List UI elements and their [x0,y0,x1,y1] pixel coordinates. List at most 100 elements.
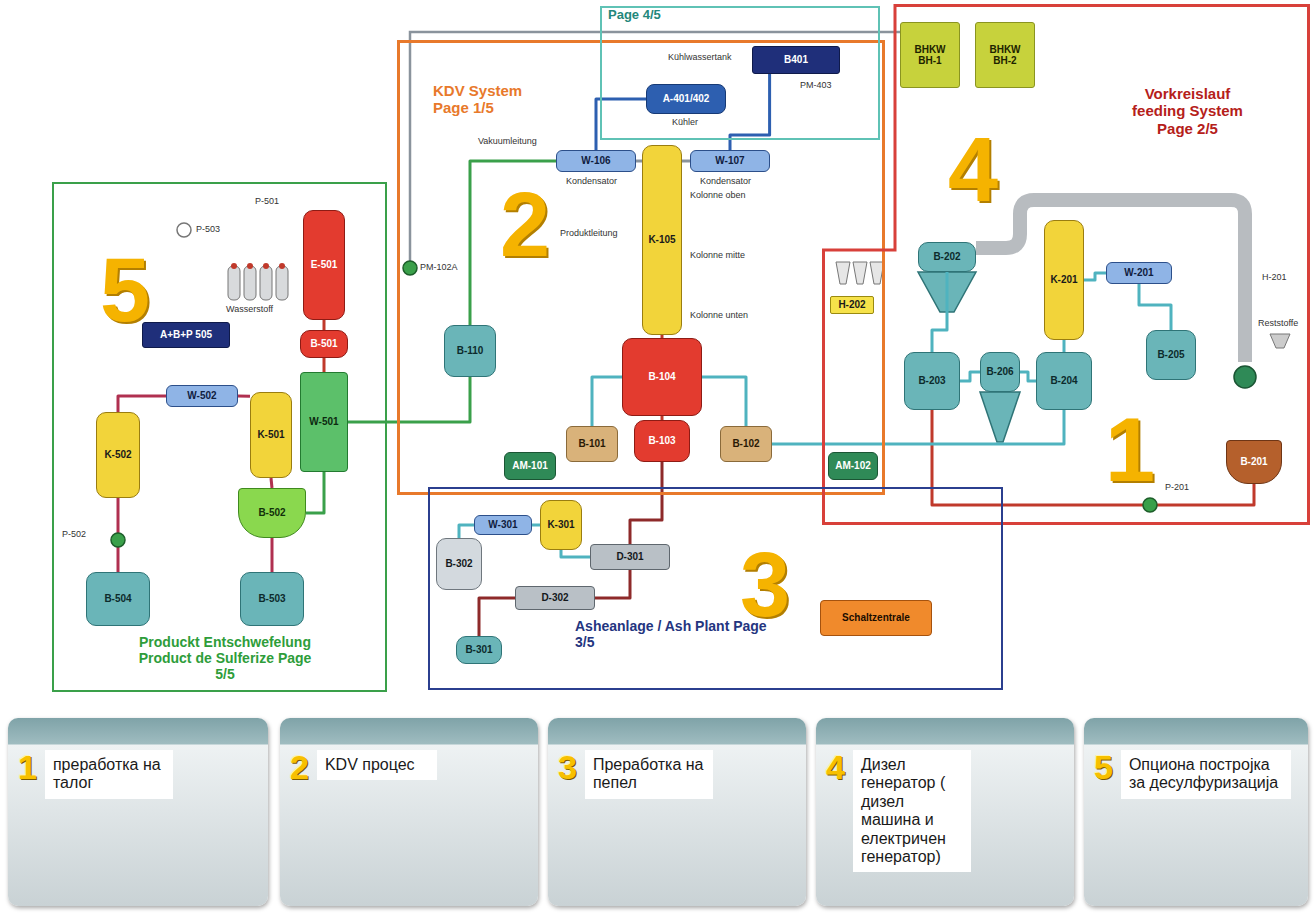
step-text: Дизел генератор ( дизел машина и електри… [853,750,971,872]
area-frame: Vorkreislauf feeding System Page 2/5BHKW… [822,4,1310,525]
equipment-tag: B-302 [445,558,472,570]
separator-vessel: B-502 [238,488,306,538]
gas-cylinder [228,266,240,300]
equipment-tag: B-101 [578,438,605,450]
equipment-tag: W-502 [187,390,216,402]
step-text: Опциона постројка за десулфуризација [1121,750,1291,799]
column-vessel: K-105 [642,145,682,335]
equipment-tag: B-203 [918,375,945,387]
equipment-tag: W-301 [488,519,517,531]
step-number: 5 [1094,750,1113,784]
equipment-tag: B-206 [986,366,1013,378]
legend-card: 3Преработка на пепел [548,718,806,906]
column-vessel: K-201 [1044,220,1084,340]
equipment-tag: B-501 [310,338,337,350]
heat-exchanger: W-301 [474,515,532,535]
equipment-label: Kondensator [700,176,751,187]
equipment-label: Kühler [672,117,698,128]
area-title: Page 4/5 [608,8,688,23]
equipment-tag: K-502 [104,449,131,461]
step-text: преработка на талог [45,750,173,799]
equipment-label: P-501 [255,196,279,207]
step-text: Преработка на пепел [585,750,713,799]
equipment-tag: B-202 [933,251,960,263]
equipment-label: Kühlwassertank [668,52,732,63]
motor-symbol [1234,366,1256,388]
oil-tank: B-201 [1226,440,1282,484]
equipment-label: P-503 [196,224,220,235]
evaporator-trough: D-301 [590,544,670,570]
equipment-tag: K-501 [257,429,284,441]
cyclone: B-301 [456,636,502,664]
pipe-line [592,377,622,426]
legend-card: 1преработка на талог [8,718,268,906]
equipment-tag: BHKW [989,44,1020,56]
equipment-tag: BHKW [914,44,945,56]
pipe-line [479,598,515,636]
step-number: 1 [18,750,37,784]
equipment-label: Reststoffe [1258,318,1298,329]
equipment-label: Kolonne unten [690,310,748,321]
equipment-label: Kondensator [566,176,617,187]
tank: B-205 [1146,330,1196,380]
equipment-tag: BH-1 [918,55,941,67]
column-vessel: K-501 [250,392,292,478]
pipe-line [595,570,630,598]
pipe-line [630,462,662,544]
exhaust-duct [976,200,1245,362]
tank: B-503 [240,572,304,626]
equipment-tag: B-504 [104,593,131,605]
equipment-tag: B-110 [457,345,484,357]
cylinder-cap [247,263,253,269]
column-vessel: K-502 [96,412,140,498]
pipe-line [1063,340,1066,352]
pipe-line [118,396,166,412]
pipe-line [932,272,947,352]
equipment-tag: B-102 [732,438,759,450]
equipment-tag: B-502 [258,507,285,519]
equipment-tag: D-302 [541,592,568,604]
equipment-tag: B-301 [465,644,492,656]
area-title: Produckt Entschwefelung Product de Sulfe… [130,634,320,682]
pipe-line [682,160,690,163]
legend-card: 2KDV процес [280,718,538,906]
separator-vessel: B-501 [300,330,348,358]
equipment-label: Produktleitung [560,228,618,239]
cooler-box: A-401/402 [646,84,726,114]
area-frame: Asheanlage / Ash Plant Page 3/5W-301K-30… [428,487,1003,690]
equipment-tag: Schaltzentrale [842,612,910,624]
heat-exchanger: W-501 [300,372,348,472]
equipment-label: Kolonne mitte [690,250,745,261]
reactor-vessel: B-104 [622,338,702,416]
area-number: 2 [500,180,550,270]
tank: B-110 [444,325,496,377]
equipment-tag: B-503 [258,593,285,605]
pipe-line [1139,284,1171,330]
pipe-line [596,99,646,150]
gas-cylinder [276,266,288,300]
equipment-tag: B-201 [1240,456,1267,468]
cyclone: B-206 [980,352,1020,392]
pipe-line [306,472,324,513]
hopper-symbol [836,262,850,284]
tank: B-204 [1036,352,1092,410]
heat-exchanger: W-201 [1106,262,1172,284]
tank: B-203 [904,352,960,410]
equipment-tag: E-501 [311,259,338,271]
pipe-line [348,377,470,422]
equipment-tag: K-301 [547,519,574,531]
equipment-label: Vakuumleitung [478,136,537,147]
pipe-line [960,372,980,381]
pipe-line [323,320,326,330]
tank: B-504 [86,572,150,626]
pipe-line [323,358,326,372]
pipe-line [532,524,540,527]
cylinder-cap [263,263,269,269]
unit-box: H-202 [830,296,874,314]
heat-exchanger: W-107 [690,150,770,172]
equipment-label: H-201 [1262,272,1287,283]
motor: AM-101 [504,452,556,480]
pipe-line [932,410,1254,505]
area-number: 3 [740,540,790,630]
